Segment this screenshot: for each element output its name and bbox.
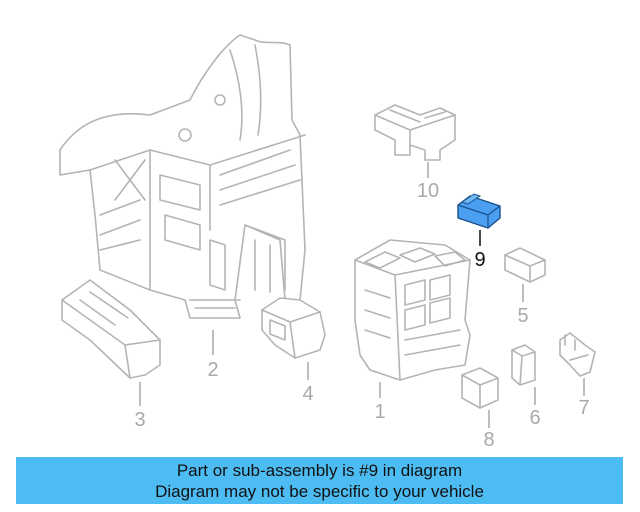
part-4-bracket [261,297,326,359]
callout-10: 10 [417,162,439,202]
part-9-highlighted [457,193,501,229]
callout-1: 1 [374,382,386,423]
callout-8: 8 [483,410,495,451]
svg-text:5: 5 [517,305,528,327]
banner-line-2: Diagram may not be specific to your vehi… [155,482,484,501]
svg-text:2: 2 [207,359,218,381]
callout-6: 6 [529,387,541,429]
parts-diagram: 10 9 5 2 4 1 3 6 7 8 [59,34,596,451]
svg-text:6: 6 [529,407,540,429]
callout-5: 5 [517,284,529,327]
part-6-relay [511,344,536,386]
banner-line-1: Part or sub-assembly is #9 in diagram [176,461,463,480]
callout-4: 4 [302,362,314,405]
callout-3: 3 [134,382,146,431]
part-3-bracket [61,279,161,379]
svg-text:3: 3 [134,409,145,431]
callout-7: 7 [578,378,590,419]
svg-text:9: 9 [474,249,485,271]
svg-text:10: 10 [417,180,439,202]
svg-text:4: 4 [302,383,313,405]
info-banner: Part or sub-assembly is #9 in diagram Di… [16,457,623,504]
part-10-bracket [374,104,456,161]
callout-9: 9 [474,230,486,271]
part-7-fuse [559,332,596,377]
part-5-relay [504,247,546,283]
part-8-block [461,367,499,409]
housing-bracket [59,34,306,319]
svg-text:1: 1 [374,401,385,423]
svg-text:7: 7 [578,397,589,419]
part-1-fuse-box [354,239,471,381]
callout-2: 2 [207,330,219,381]
svg-text:8: 8 [483,429,494,451]
